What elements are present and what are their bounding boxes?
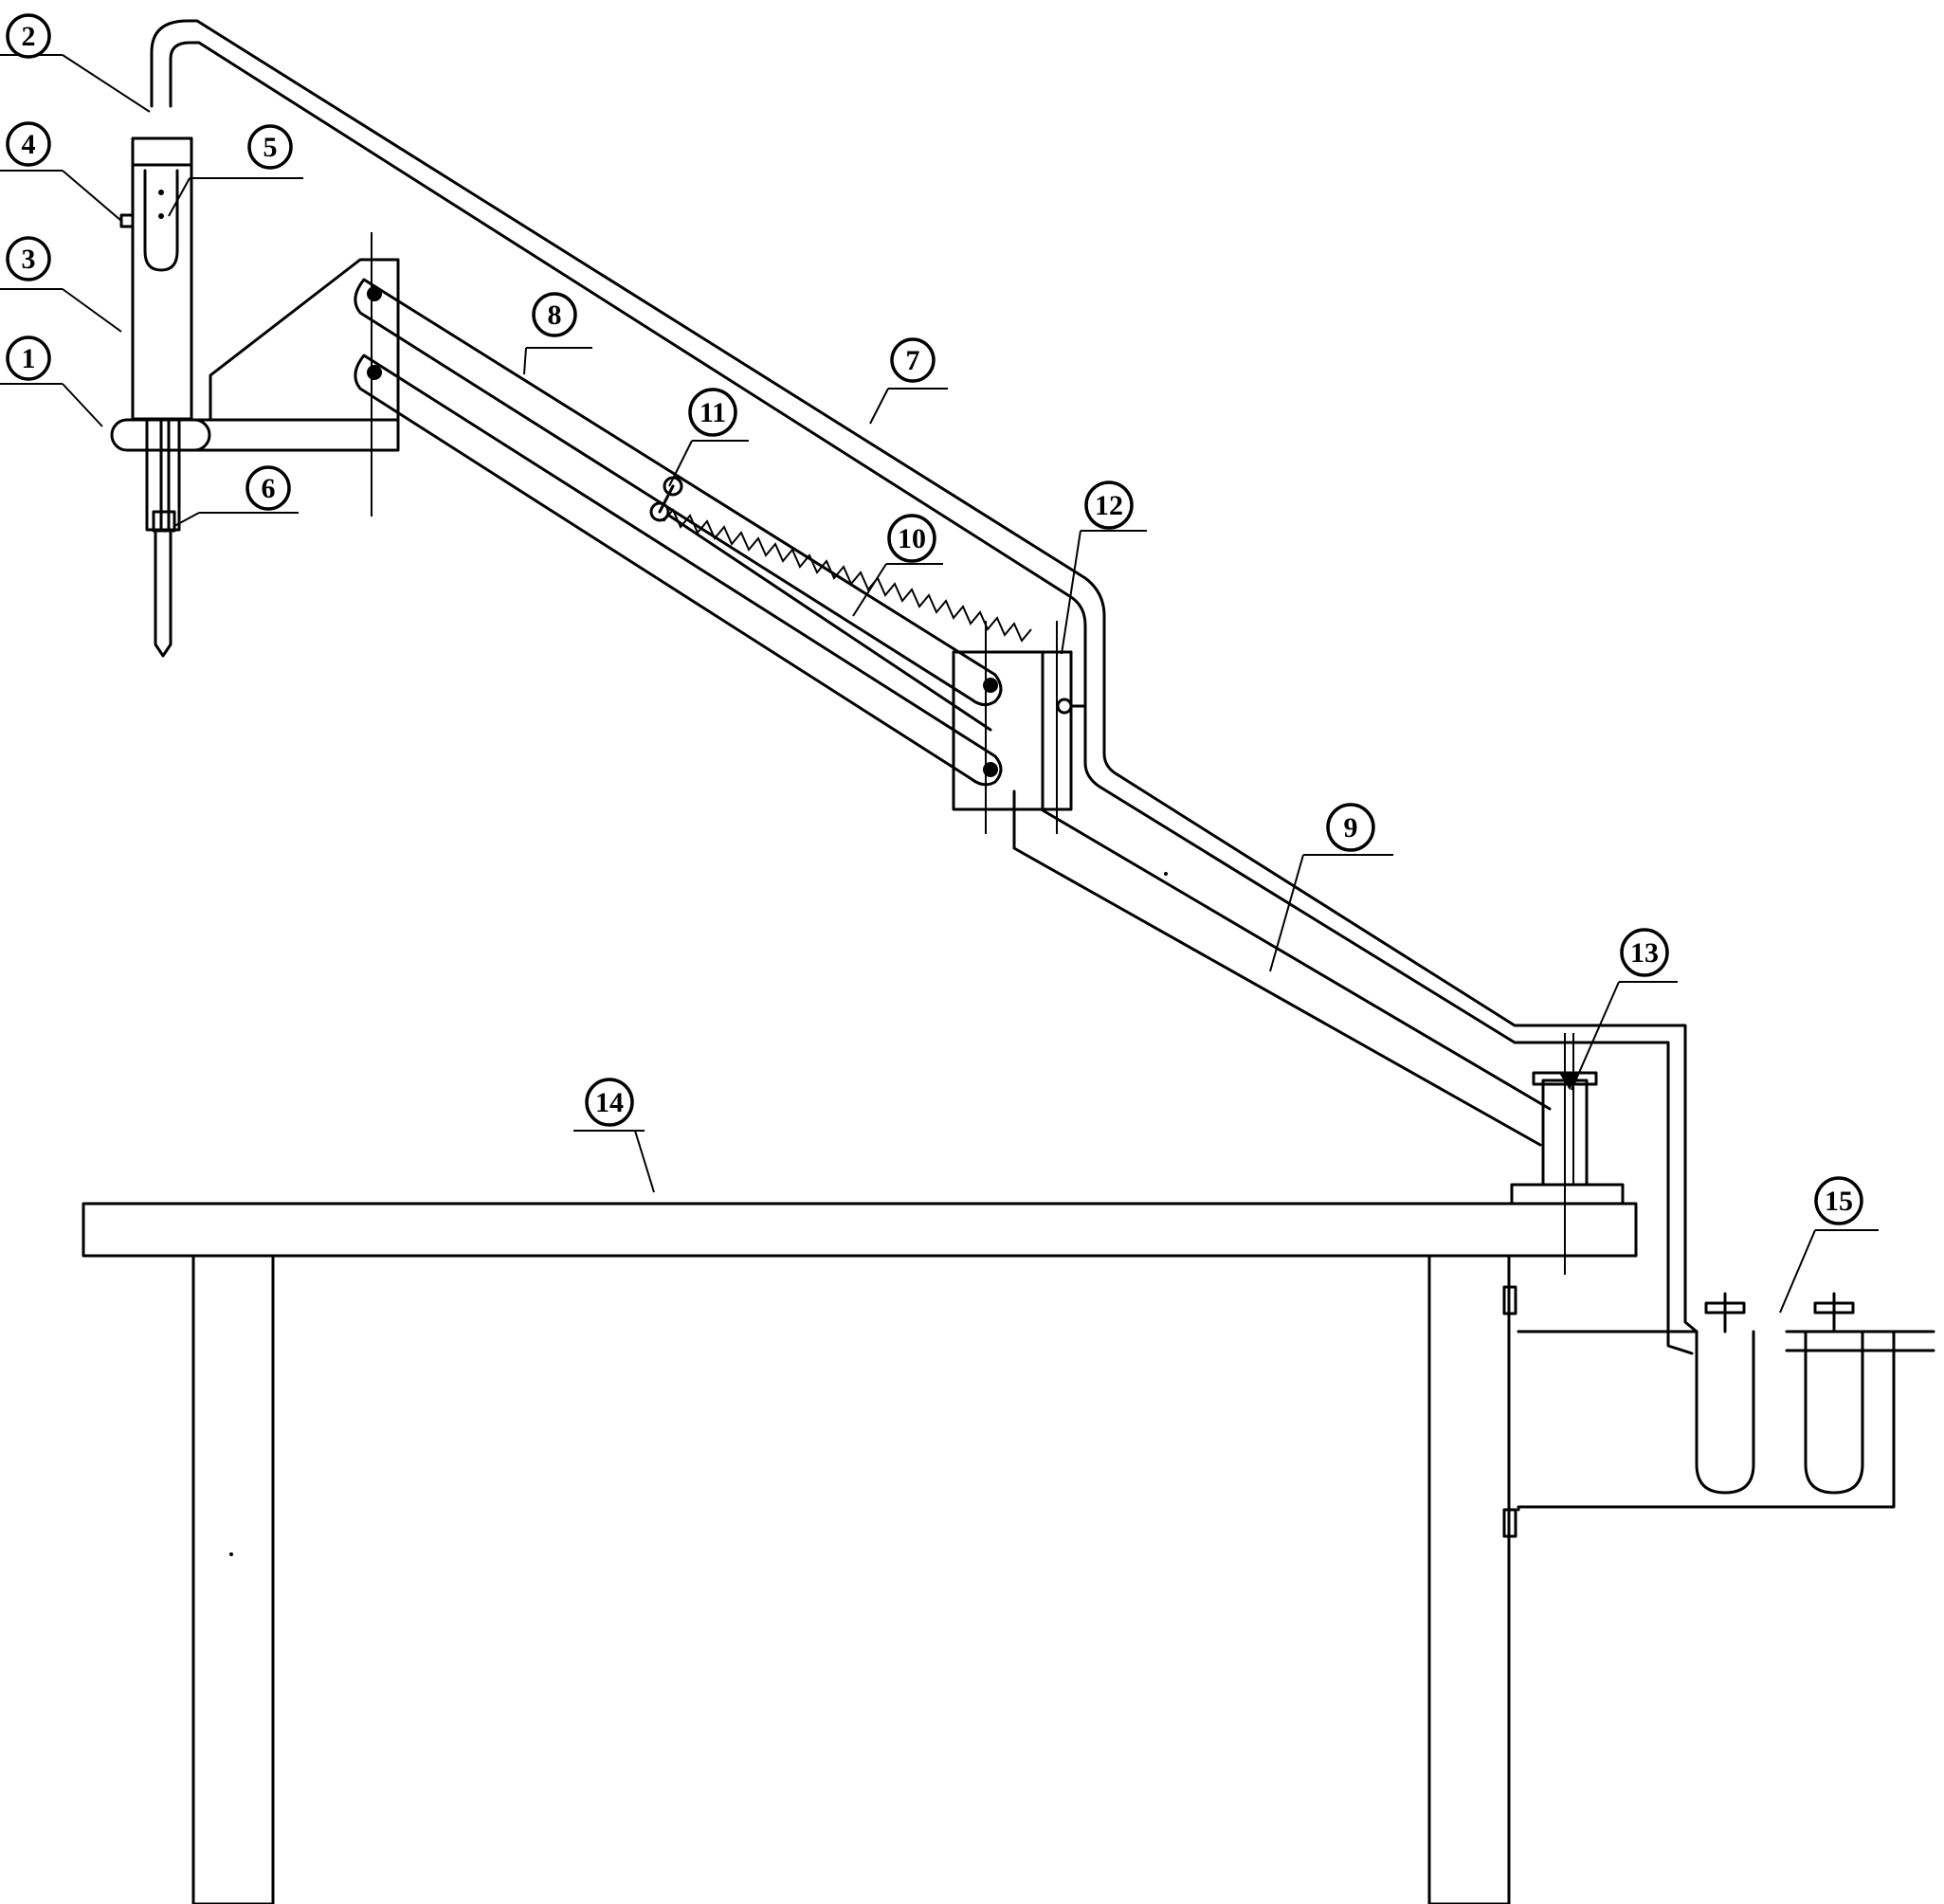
parallel-links — [354, 278, 1003, 787]
svg-text:12: 12 — [1095, 490, 1123, 521]
callout-14: 14 — [585, 1078, 634, 1127]
callout-13: 13 — [1620, 928, 1669, 977]
callout-4: 4 — [6, 121, 51, 167]
tool-bit — [154, 528, 173, 658]
callouts: 2 4 5 3 1 6 8 7 — [6, 13, 1863, 1225]
holder-cap — [131, 136, 193, 167]
svg-text:1: 1 — [22, 343, 36, 374]
svg-text:14: 14 — [595, 1087, 624, 1118]
callout-3: 3 — [6, 236, 51, 281]
svg-text:11: 11 — [699, 397, 726, 428]
filter-1 — [1695, 1330, 1755, 1495]
table-leg-left — [191, 1254, 275, 1904]
callout-2: 2 — [6, 13, 51, 59]
svg-text:3: 3 — [22, 244, 36, 275]
callout-11: 11 — [688, 388, 737, 437]
svg-text:6: 6 — [262, 473, 276, 504]
leader-lines — [0, 54, 1879, 1314]
callout-8: 8 — [532, 292, 577, 337]
filter-assembly — [1502, 1259, 1935, 1538]
callout-9: 9 — [1326, 803, 1375, 852]
tool-holder — [110, 136, 211, 658]
callout-7: 7 — [890, 337, 936, 383]
hose-tube — [150, 19, 1699, 1355]
svg-text:9: 9 — [1344, 812, 1358, 843]
side-knob — [119, 213, 135, 228]
tension-spring — [649, 476, 1032, 732]
callout-6: 6 — [245, 465, 291, 511]
svg-text:5: 5 — [263, 132, 278, 163]
table-leg-right — [1427, 1254, 1511, 1904]
callout-1: 1 — [6, 335, 51, 381]
svg-text:7: 7 — [906, 345, 920, 376]
callout-12: 12 — [1084, 481, 1134, 530]
middle-joint — [952, 621, 1087, 834]
svg-text:2: 2 — [22, 21, 36, 52]
holder-body — [131, 136, 193, 421]
svg-text:4: 4 — [22, 129, 36, 160]
lower-arm — [1012, 789, 1552, 1147]
svg-text:15: 15 — [1825, 1186, 1853, 1217]
svg-text:13: 13 — [1630, 937, 1659, 969]
callout-5: 5 — [247, 124, 293, 170]
svg-text:8: 8 — [548, 299, 562, 331]
callout-10: 10 — [887, 514, 936, 563]
filter-2 — [1804, 1330, 1864, 1495]
table — [82, 1202, 1638, 1904]
callout-15: 15 — [1814, 1176, 1863, 1225]
base-column — [1510, 1033, 1625, 1275]
table-top — [82, 1202, 1638, 1258]
svg-text:10: 10 — [898, 523, 926, 554]
holder-inner-cup — [143, 169, 179, 272]
